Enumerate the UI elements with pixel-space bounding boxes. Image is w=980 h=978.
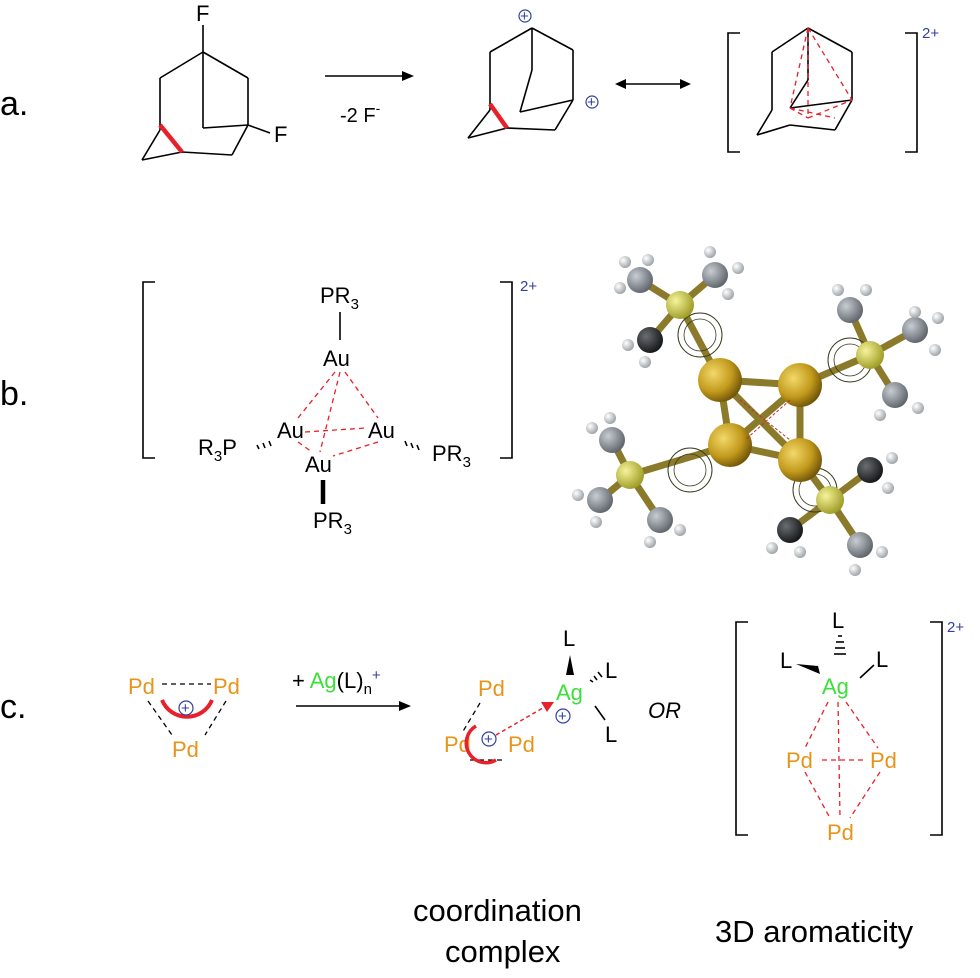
red-bond-a2	[488, 102, 509, 130]
cation-charge-right	[585, 95, 599, 109]
bracketed-ag-pd3-cluster: 2+ L L L Ag Pd Pd Pd	[735, 608, 964, 845]
ag-mid: Ag	[556, 680, 583, 705]
pd-mid-top: Pd	[478, 676, 505, 701]
gold-cluster-structure: 2+ PR3 Au Au Au Au R3P PR3 PR3	[142, 278, 537, 538]
fluorine-right: F	[274, 122, 287, 147]
bracket-charge-b: 2+	[520, 278, 537, 295]
pd-right-right: Pd	[870, 748, 897, 773]
or-label: OR	[648, 698, 681, 723]
bracket-charge-a: 2+	[922, 25, 939, 42]
au-top: Au	[323, 346, 350, 371]
arrow-head-a	[402, 71, 414, 81]
difluoroadamantane-structure: F F	[141, 1, 287, 161]
panel-label-c: c.	[0, 688, 26, 726]
charge-symbol-right: +	[587, 94, 596, 111]
r3p-left: R3P	[198, 435, 237, 465]
pd-right-bottom: Pd	[827, 820, 854, 845]
ligand-right-left: L	[780, 648, 792, 673]
au-bottom: Au	[305, 452, 332, 477]
panel-label-b: b.	[0, 375, 28, 413]
ligand-mid-bottom: L	[605, 722, 617, 747]
svg-text:+: +	[558, 708, 567, 725]
red-bond-a1	[158, 123, 184, 154]
caption-3d-aromaticity: 3D aromaticity	[715, 914, 914, 949]
reagent-ag: + Ag(L)n+	[292, 667, 381, 698]
pr3-bottom: PR3	[313, 508, 352, 538]
adamantane-dication-structure: + +	[467, 8, 599, 139]
cation-charge-top	[518, 9, 532, 23]
pr3-top: PR3	[320, 283, 359, 313]
charge-symbol-top: +	[520, 8, 529, 25]
ligand-mid-right: L	[605, 658, 617, 683]
bracketed-3d-dication: 2+	[727, 25, 939, 153]
pr3-right: PR3	[432, 441, 471, 471]
au-left: Au	[277, 418, 304, 443]
svg-text:+: +	[484, 731, 493, 748]
ligand-right-right: L	[876, 647, 888, 672]
pd-right-left: Pd	[786, 748, 813, 773]
bracket-charge-c: 2+	[947, 619, 964, 636]
reagent-minus-2f: -2 F-	[340, 100, 381, 127]
fluorine-top: F	[196, 1, 209, 26]
au-right: Au	[368, 418, 395, 443]
pd-left-1: Pd	[128, 674, 155, 699]
caption-coordination: coordination	[413, 893, 582, 928]
ball-and-stick-model	[572, 246, 944, 576]
panel-label-a: a.	[0, 85, 28, 123]
pd-mid-right: Pd	[508, 732, 535, 757]
ag-right: Ag	[822, 674, 849, 699]
pd-left-3: Pd	[172, 737, 199, 762]
caption-complex: complex	[445, 934, 561, 969]
red-donation-arrow	[495, 704, 549, 736]
coordination-complex: Pd Pd Pd + Ag L L L +	[444, 626, 617, 765]
cation-charge-c1	[178, 700, 194, 716]
pd3-cation-left: Pd Pd Pd +	[128, 674, 240, 762]
pd-left-2: Pd	[213, 674, 240, 699]
svg-text:+: +	[181, 700, 190, 717]
ligand-mid-top: L	[563, 626, 575, 651]
ligand-right-top: L	[832, 608, 844, 633]
